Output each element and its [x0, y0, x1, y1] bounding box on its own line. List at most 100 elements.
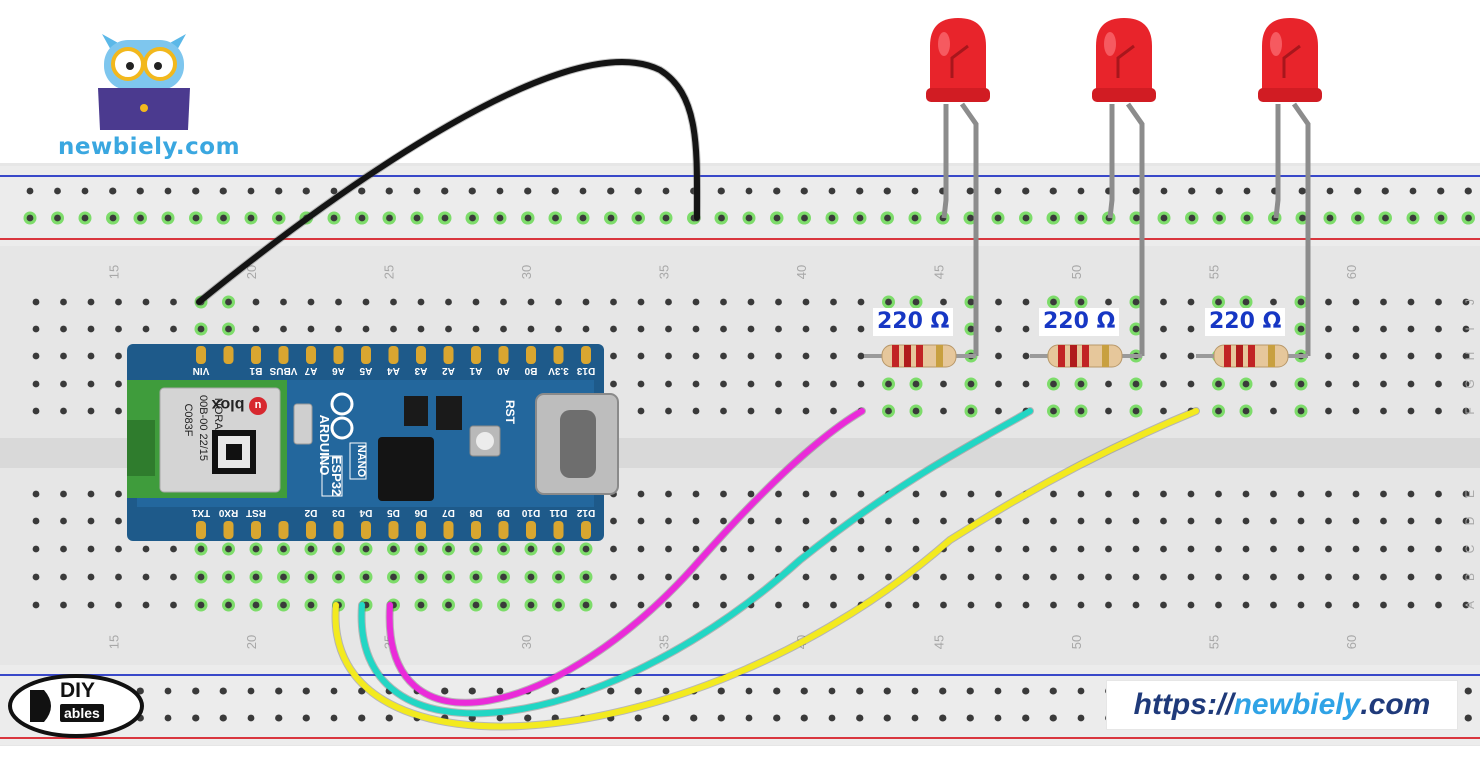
hole [390, 545, 397, 553]
website-url[interactable]: https://newbiely.com [1106, 680, 1458, 730]
hole [940, 380, 947, 388]
hole [1077, 517, 1085, 525]
column-number: 15 [107, 265, 122, 279]
hole [115, 298, 122, 306]
hole [773, 187, 781, 195]
hole [1437, 187, 1445, 195]
red-led-2 [1092, 18, 1156, 356]
hole [1077, 187, 1085, 195]
hole [1160, 380, 1167, 388]
resistor-band [892, 345, 899, 367]
hole [1380, 601, 1387, 609]
hole [856, 687, 864, 695]
led-leg [1291, 102, 1311, 356]
hole [967, 298, 975, 306]
hole [828, 714, 836, 722]
board-pin [443, 521, 454, 539]
hole [939, 687, 947, 695]
hole [1050, 490, 1057, 498]
hole [885, 298, 892, 306]
hole [1215, 407, 1222, 415]
hole [1325, 352, 1332, 360]
hole [637, 380, 645, 388]
hole [665, 407, 672, 415]
hole [857, 325, 865, 333]
hole [441, 187, 449, 195]
board-pin-label: VBUS [269, 365, 297, 376]
hole [912, 298, 920, 306]
hole [1242, 490, 1250, 498]
hole [252, 545, 260, 553]
hole [142, 298, 150, 306]
hole [1462, 601, 1470, 609]
resistor-band [1268, 345, 1275, 367]
hole [555, 325, 562, 333]
hole [1105, 601, 1112, 609]
hole [1105, 380, 1112, 388]
hole [1187, 517, 1195, 525]
hole [610, 545, 617, 553]
hole [335, 545, 342, 553]
board-pin-label: D3 [332, 507, 345, 518]
column-number: 30 [519, 635, 534, 649]
hole [1409, 187, 1417, 195]
board-pin-label: D12 [576, 507, 595, 518]
hole [555, 545, 562, 553]
hole [1243, 214, 1251, 222]
hole [1022, 601, 1030, 609]
hole [1077, 298, 1085, 306]
arduino-logo-icon [330, 392, 354, 440]
board-pin [251, 521, 261, 539]
column-number: 55 [1207, 265, 1222, 279]
column-number: 40 [794, 265, 809, 279]
hole [610, 298, 617, 306]
hole [1380, 573, 1387, 581]
hole [911, 687, 919, 695]
hole [995, 352, 1002, 360]
hole [856, 714, 864, 722]
hole [1050, 380, 1057, 388]
hole [665, 380, 672, 388]
hole [1352, 298, 1360, 306]
hole [1297, 380, 1305, 388]
hole [524, 714, 532, 722]
hole [1132, 407, 1140, 415]
board-pin-label: D4 [359, 507, 372, 518]
board-pin [388, 346, 399, 364]
hole [912, 517, 920, 525]
hole [32, 517, 40, 525]
hole [775, 490, 782, 498]
hole [1352, 601, 1360, 609]
hole [500, 573, 507, 581]
hole [472, 601, 480, 609]
led-body [930, 18, 986, 96]
hole [170, 573, 177, 581]
hole [967, 601, 975, 609]
board-pin [196, 346, 206, 364]
column-number: 25 [382, 265, 397, 279]
hole [1132, 601, 1140, 609]
hole [967, 325, 975, 333]
wires [195, 58, 1200, 731]
hole [1380, 517, 1387, 525]
hole [662, 687, 670, 695]
hole [303, 714, 310, 722]
hole [1380, 407, 1387, 415]
d5-wire [357, 407, 1034, 718]
hole [582, 545, 590, 553]
hole [747, 298, 755, 306]
board-pin-label: D10 [521, 507, 540, 518]
hole [1187, 573, 1195, 581]
hole [884, 187, 891, 195]
hole [500, 325, 507, 333]
small-chip-2 [404, 396, 428, 426]
hole [745, 187, 753, 195]
hole [170, 545, 177, 553]
hole [967, 573, 975, 581]
hole [1132, 517, 1140, 525]
hole [1437, 214, 1445, 222]
hole [500, 545, 507, 553]
hole [60, 490, 67, 498]
board-pin-label: RX0 [218, 507, 238, 518]
hole [417, 601, 425, 609]
